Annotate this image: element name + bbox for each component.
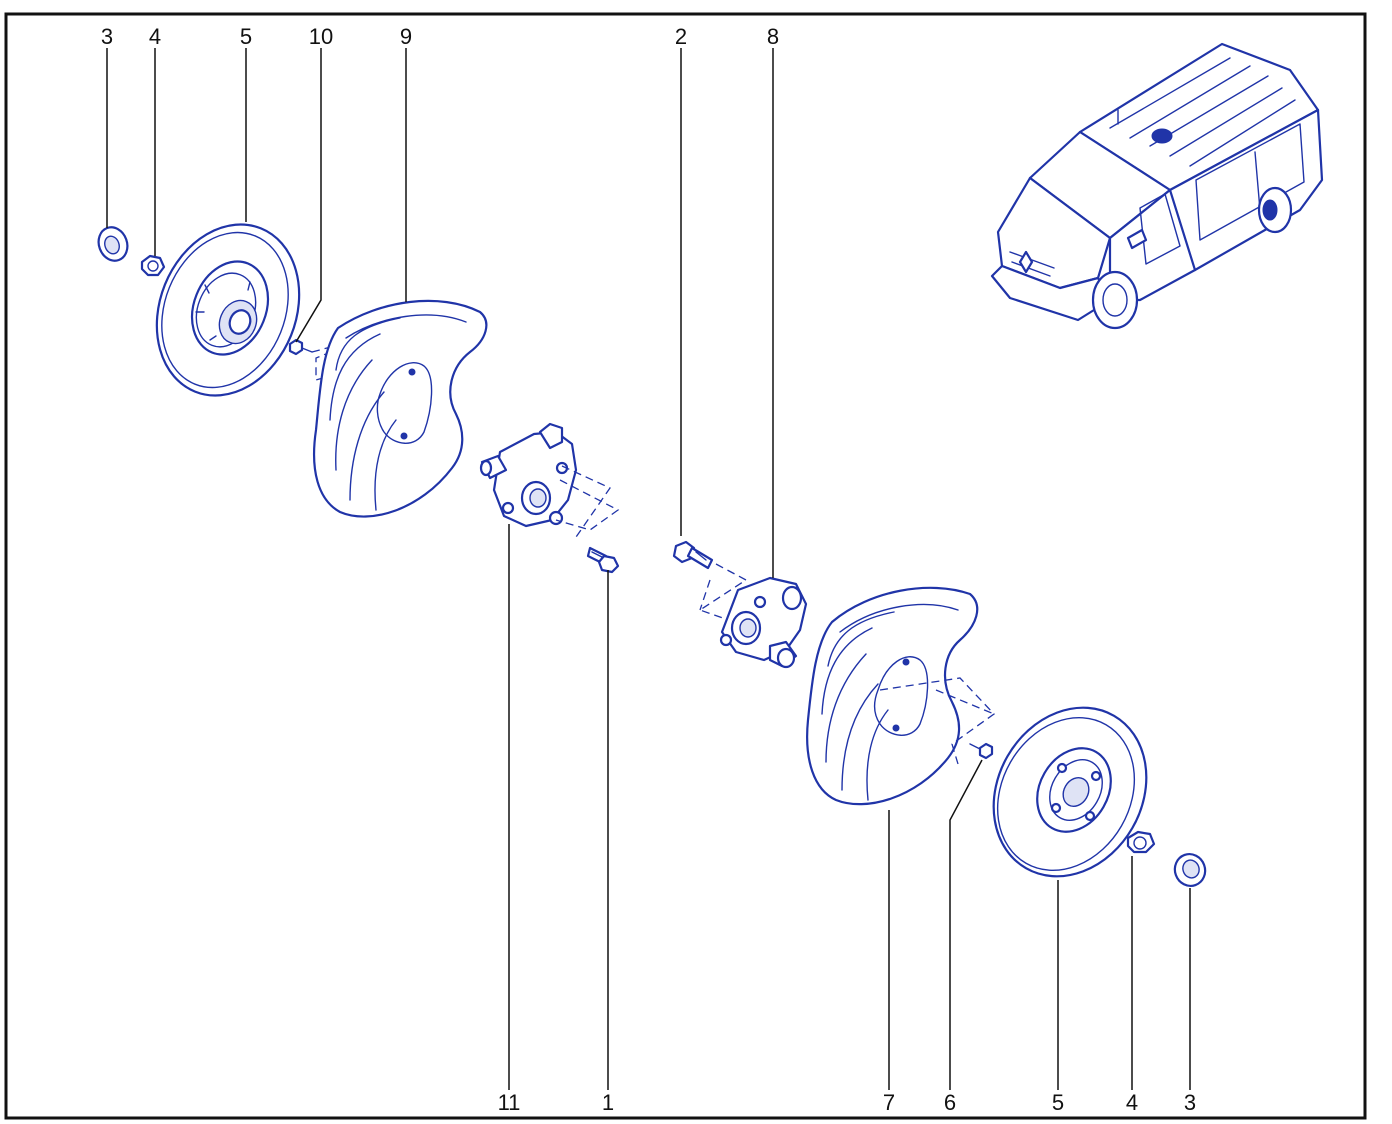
stub-axle-left	[479, 422, 578, 528]
callout-9: 9	[400, 24, 412, 49]
brake-disc-right	[992, 706, 1148, 878]
assembly-guide-right	[879, 677, 995, 765]
callout-3-bottom: 3	[1184, 1090, 1196, 1115]
callout-5-top: 5	[240, 24, 252, 49]
assembly-guide-centre-right	[698, 563, 748, 625]
callout-11: 11	[498, 1090, 521, 1115]
backplate-screw-left	[288, 338, 313, 356]
hub-cap-right	[1173, 853, 1207, 887]
diagram-frame	[4, 12, 1367, 1120]
hub-nut-right	[1126, 830, 1156, 854]
callout-10: 10	[309, 24, 333, 49]
callout-7: 7	[883, 1090, 895, 1115]
callout-4-bottom: 4	[1126, 1090, 1138, 1115]
backplate-screw-right	[969, 742, 994, 760]
callout-8: 8	[767, 24, 779, 49]
hub-nut-left	[140, 254, 166, 277]
hub-cap-left	[97, 226, 129, 262]
assembly-guide-centre-left	[555, 465, 620, 541]
leader-lines	[106, 48, 1191, 1090]
backing-plate-left	[312, 299, 488, 518]
callout-1: 1	[602, 1090, 614, 1115]
callout-5-bottom: 5	[1052, 1090, 1064, 1115]
callout-6: 6	[944, 1090, 956, 1115]
van-icon	[990, 42, 1324, 330]
brake-disc-left	[155, 223, 301, 397]
callout-4-top: 4	[149, 24, 161, 49]
callout-2: 2	[675, 24, 687, 49]
stub-axle-right	[719, 576, 808, 669]
bolt-2	[672, 540, 714, 570]
callout-3-top: 3	[101, 24, 113, 49]
bolt-1	[586, 546, 620, 574]
